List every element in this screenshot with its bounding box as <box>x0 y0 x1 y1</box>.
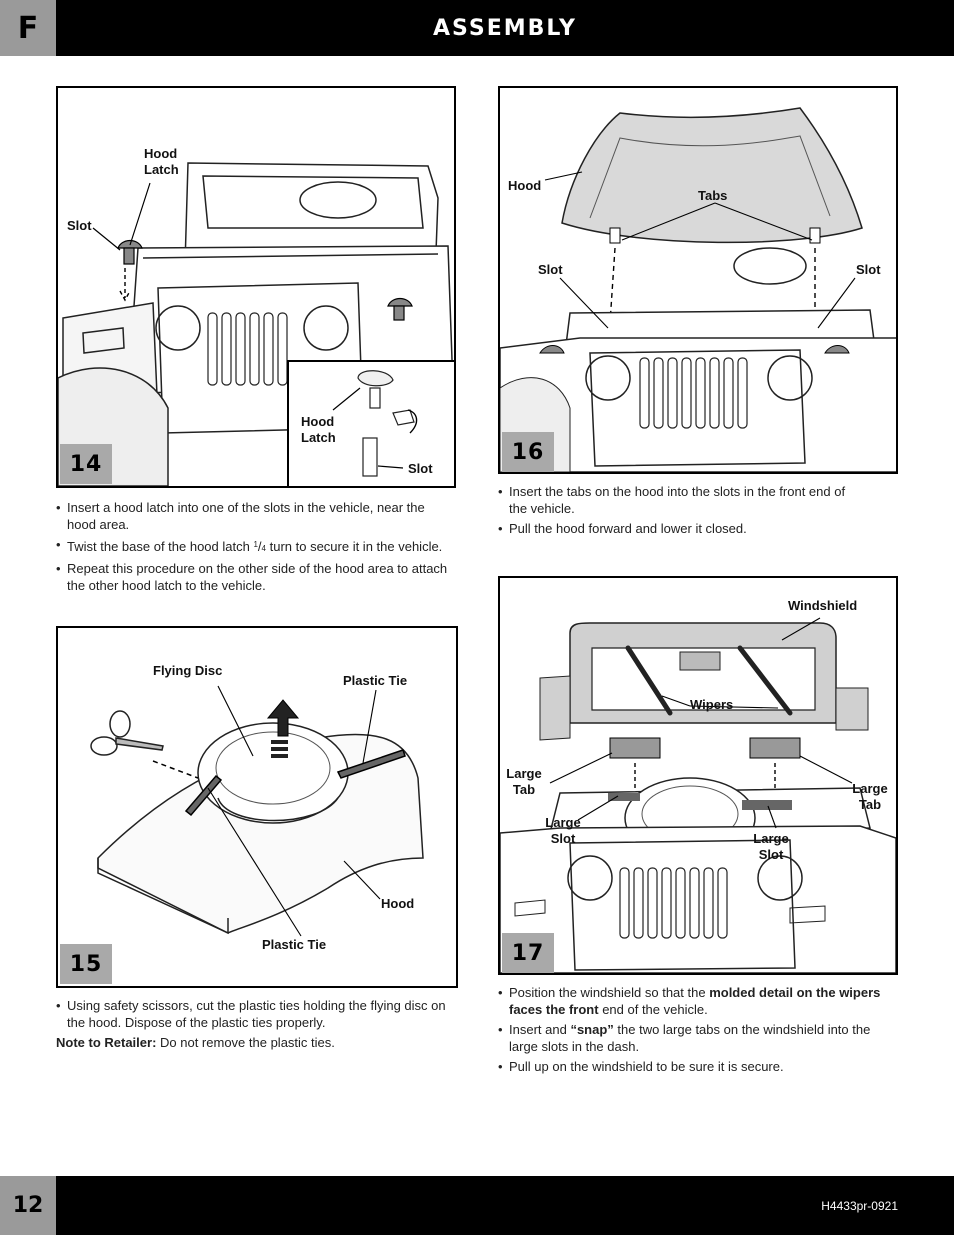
label-hood-latch: Hood Latch <box>144 146 179 177</box>
windshield-install-illustration <box>500 617 896 973</box>
step-16-bullet-1: Insert the tabs on the hood into the slo… <box>498 483 858 517</box>
label-large-slot-right: Large Slot <box>753 831 789 862</box>
step-number-14: 14 <box>60 444 112 484</box>
label-tabs: Tabs <box>698 188 728 203</box>
label-large-tab-right: Large Tab <box>852 781 888 812</box>
page-number: 12 <box>0 1176 56 1235</box>
step-14-bullet-1: Insert a hood latch into one of the slot… <box>56 499 451 533</box>
label-large-slot-left: Large Slot <box>545 815 581 846</box>
label-slot-right: Slot <box>856 262 881 277</box>
page-header: F ASSEMBLY <box>0 0 954 56</box>
step-number-16: 16 <box>502 432 554 472</box>
label-plastic-tie-bottom: Plastic Tie <box>262 937 327 952</box>
label-plastic-tie-top: Plastic Tie <box>343 673 408 688</box>
label-slot-inset: Slot <box>408 461 433 476</box>
step-16-bullet-2: Pull the hood forward and lower it close… <box>498 520 893 537</box>
step-number-15: 15 <box>60 944 112 984</box>
page-title: ASSEMBLY <box>433 15 577 41</box>
step-number-17: 17 <box>502 933 554 973</box>
step-14-illustration: Hood Latch Slot Hood Latch Slot 14 <box>56 86 456 488</box>
step-17-bullet-3: Pull up on the windshield to be sure it … <box>498 1058 893 1075</box>
section-letter: F <box>0 0 56 56</box>
step-17-instructions: Position the windshield so that the mold… <box>498 984 893 1078</box>
step-14-bullet-3: Repeat this procedure on the other side … <box>56 560 451 594</box>
jeep-front-illustration <box>58 162 454 486</box>
label-flying-disc: Flying Disc <box>153 663 223 678</box>
label-wipers: Wipers <box>690 697 734 712</box>
page-footer: 12 H4433pr-0921 <box>0 1176 954 1235</box>
note-to-retailer: Note to Retailer: Do not remove the plas… <box>56 1035 335 1050</box>
label-hood: Hood <box>508 178 542 193</box>
label-windshield: Windshield <box>788 598 858 613</box>
step-17-bullet-1: Position the windshield so that the mold… <box>498 984 893 1018</box>
label-slot-left: Slot <box>538 262 563 277</box>
step-15-instructions: Using safety scissors, cut the plastic t… <box>56 997 454 1051</box>
label-hood: Hood <box>381 896 415 911</box>
step-16-illustration: Hood Tabs Slot Slot 16 <box>498 86 898 474</box>
step-14-bullet-2: Twist the base of the hood latch 1/4 tur… <box>56 536 451 557</box>
label-large-tab-left: Large Tab <box>506 766 542 797</box>
step-16-instructions: Insert the tabs on the hood into the slo… <box>498 483 893 540</box>
hood-flying-disc-illustration <box>90 685 424 937</box>
step-17-illustration: Windshield Wipers Large Tab Large Slot L… <box>498 576 898 975</box>
step-15-illustration: Flying Disc Plastic Tie Hood Plastic Tie… <box>56 626 458 988</box>
step-15-bullet-1: Using safety scissors, cut the plastic t… <box>56 997 454 1031</box>
document-code: H4433pr-0921 <box>821 1199 898 1213</box>
label-hood-latch-inset: Hood Latch <box>301 414 336 445</box>
step-17-bullet-2: Insert and “snap” the two large tabs on … <box>498 1021 893 1055</box>
step-14-instructions: Insert a hood latch into one of the slot… <box>56 499 451 597</box>
label-slot: Slot <box>67 218 92 233</box>
hood-install-illustration <box>500 107 896 472</box>
